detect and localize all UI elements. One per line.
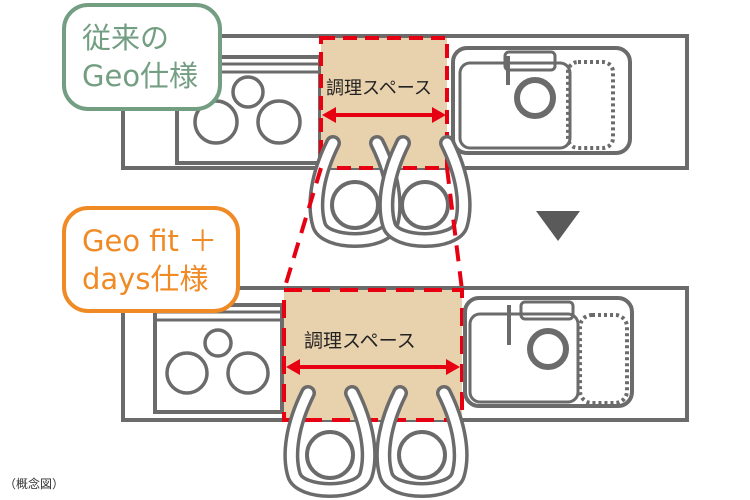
drain-icon: [527, 328, 569, 370]
burner-icon: [226, 351, 270, 395]
old-label-line1: 従来の: [82, 21, 170, 55]
drain-rack: [566, 60, 615, 150]
cooking-space-label-old: 調理スペース: [326, 78, 432, 99]
burner-icon: [165, 351, 209, 395]
connector-line: [282, 167, 323, 291]
sink: [451, 46, 632, 155]
burner-icon: [231, 75, 265, 109]
old-kitchen: [121, 34, 689, 240]
width-arrow: [286, 359, 460, 375]
down-arrow-icon: [536, 211, 580, 241]
new-label-line2: days仕様: [82, 261, 209, 296]
new-kitchen: [121, 286, 689, 490]
old-label-line2: Geo仕様: [82, 59, 199, 93]
burner-icon: [203, 328, 233, 358]
connector-line: [445, 167, 464, 291]
burner-icon: [256, 99, 302, 145]
new-label-line1: Geo fit ＋: [82, 223, 218, 258]
sink: [463, 296, 634, 408]
old-spec-label: 従来の Geo仕様: [62, 3, 222, 111]
drain-rack: [578, 313, 629, 405]
concept-note: （概念図）: [4, 477, 65, 491]
stove: [153, 303, 284, 414]
new-spec-label: Geo fit ＋ days仕様: [62, 206, 240, 313]
width-arrow: [322, 107, 446, 123]
drain-icon: [514, 77, 556, 119]
cooking-space-label-new: 調理スペース: [304, 330, 416, 352]
